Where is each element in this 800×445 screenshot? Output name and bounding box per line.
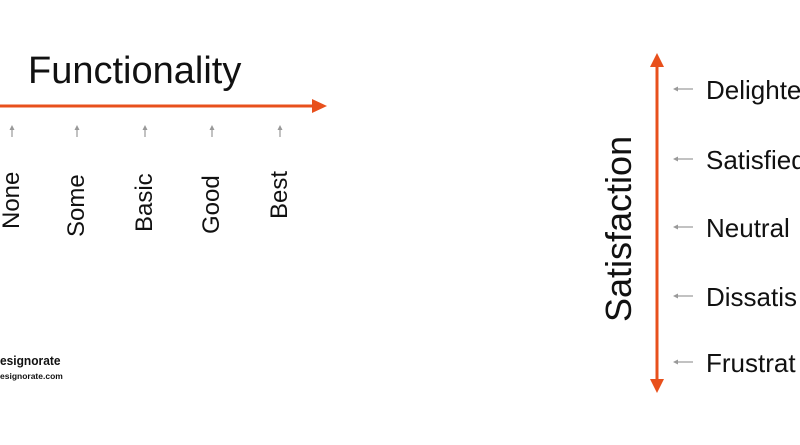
tick-arrow-some-icon — [74, 125, 80, 137]
satisfaction-level-satisfied: Satisfied — [706, 145, 800, 175]
tick-arrow-none-icon — [9, 125, 15, 137]
satisfaction-tick-arrows — [673, 86, 693, 365]
functionality-level-best: Best — [266, 170, 293, 219]
logo-name: esignorate — [0, 353, 61, 368]
satisfaction-axis-bottom-arrowhead — [650, 379, 664, 393]
logo-url: esignorate.com — [0, 371, 63, 381]
tick-arrow-good-icon — [209, 125, 215, 137]
satisfaction-level-frustrated: Frustrat — [706, 348, 796, 378]
tick-arrow-best-icon — [277, 125, 283, 137]
functionality-level-basic: Basic — [131, 173, 158, 232]
tick-arrow-satisfied-icon — [673, 156, 693, 162]
satisfaction-level-neutral: Neutral — [706, 213, 790, 243]
functionality-level-some: Some — [63, 174, 90, 237]
functionality-level-none: None — [0, 171, 25, 229]
tick-arrow-dissatisfied-icon — [673, 293, 693, 299]
satisfaction-axis-top-arrowhead — [650, 53, 664, 67]
functionality-axis-arrowhead — [312, 99, 327, 113]
tick-arrow-frustrated-icon — [673, 359, 693, 365]
functionality-level-good: Good — [198, 175, 225, 234]
satisfaction-level-delighted: Delighte — [706, 75, 800, 105]
tick-arrow-basic-icon — [142, 125, 148, 137]
satisfaction-level-dissatisfied: Dissatis — [706, 282, 798, 312]
satisfaction-title: Satisfaction — [598, 135, 639, 322]
tick-arrow-neutral-icon — [673, 224, 693, 230]
tick-arrow-delighted-icon — [673, 86, 693, 92]
functionality-title: Functionality — [28, 50, 242, 92]
functionality-tick-arrows — [9, 125, 283, 137]
